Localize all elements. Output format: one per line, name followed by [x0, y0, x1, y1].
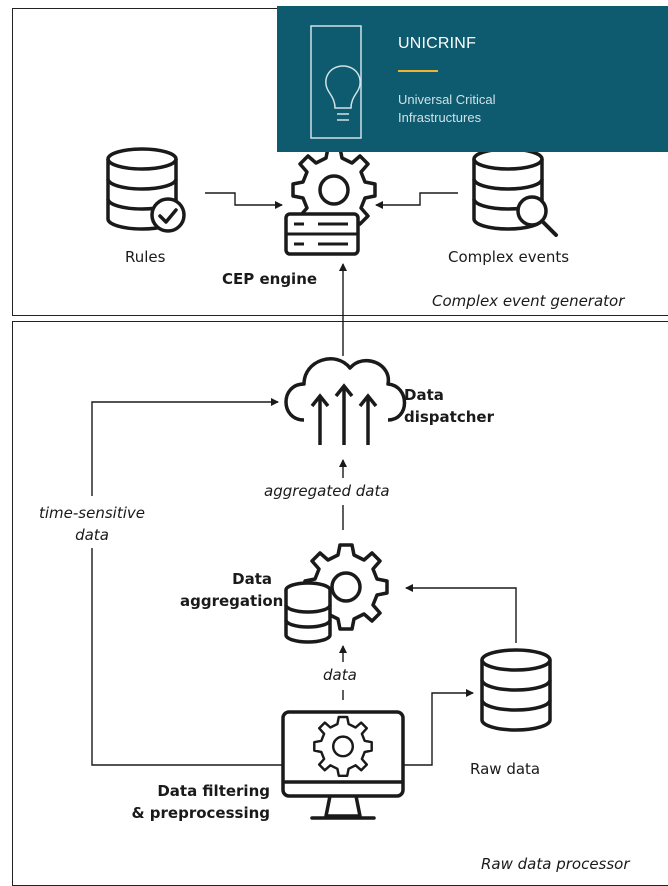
- raw-data-to-aggregation-arrow: [405, 584, 517, 643]
- unicrinf-badge: UNICRINF Universal Critical Infrastructu…: [277, 6, 668, 152]
- cep-engine-icon: [284, 146, 377, 256]
- data-aggregation-line2: aggregation: [180, 592, 284, 610]
- time-sensitive-line2: data: [75, 526, 109, 544]
- data-filtering-line2: & preprocessing: [131, 804, 270, 822]
- complex-events-label: Complex events: [448, 248, 570, 266]
- data-filtering-label: Data filtering & preprocessing: [120, 780, 270, 824]
- complex-events-database-icon: [472, 147, 558, 237]
- time-sensitive-line1: time-sensitive: [39, 504, 145, 522]
- data-aggregation-icon: [284, 543, 389, 644]
- data-filtering-line1: Data filtering: [157, 782, 270, 800]
- badge-accent-line: [398, 70, 438, 72]
- complex-events-to-cep-arrow: [375, 192, 458, 209]
- filtering-to-raw-data-arrow: [404, 689, 474, 766]
- raw-data-label: Raw data: [470, 760, 541, 778]
- badge-subtitle-line2: Infrastructures: [398, 110, 482, 125]
- data-dispatcher-label: Data dispatcher: [404, 384, 494, 428]
- cep-engine-label: CEP engine: [222, 270, 318, 288]
- badge-subtitle-line1: Universal Critical: [398, 92, 496, 107]
- rules-to-cep-arrow: [205, 192, 283, 209]
- data-dispatcher-cloud-icon: [284, 357, 407, 445]
- badge-title: UNICRINF: [398, 35, 477, 52]
- data-aggregation-line1: Data: [232, 570, 272, 588]
- complex-event-generator-caption: Complex event generator: [432, 292, 625, 310]
- data-dispatcher-line2: dispatcher: [404, 408, 494, 426]
- time-sensitive-arrow: [91, 398, 279, 496]
- time-sensitive-line: [91, 548, 283, 766]
- rules-label: Rules: [125, 248, 166, 266]
- data-dispatcher-line1: Data: [404, 386, 444, 404]
- data-label: data: [323, 666, 357, 684]
- raw-data-processor-caption: Raw data processor: [481, 855, 630, 873]
- lightbulb-icon: [310, 25, 362, 139]
- time-sensitive-data-label: time-sensitive data: [22, 502, 162, 546]
- data-aggregation-label: Data aggregation: [180, 568, 284, 612]
- data-filtering-monitor-icon: [281, 710, 405, 820]
- rules-database-icon: [106, 147, 186, 233]
- badge-subtitle: Universal Critical Infrastructures: [398, 91, 598, 127]
- raw-data-database-icon: [480, 648, 552, 732]
- aggregated-data-label: aggregated data: [264, 482, 390, 500]
